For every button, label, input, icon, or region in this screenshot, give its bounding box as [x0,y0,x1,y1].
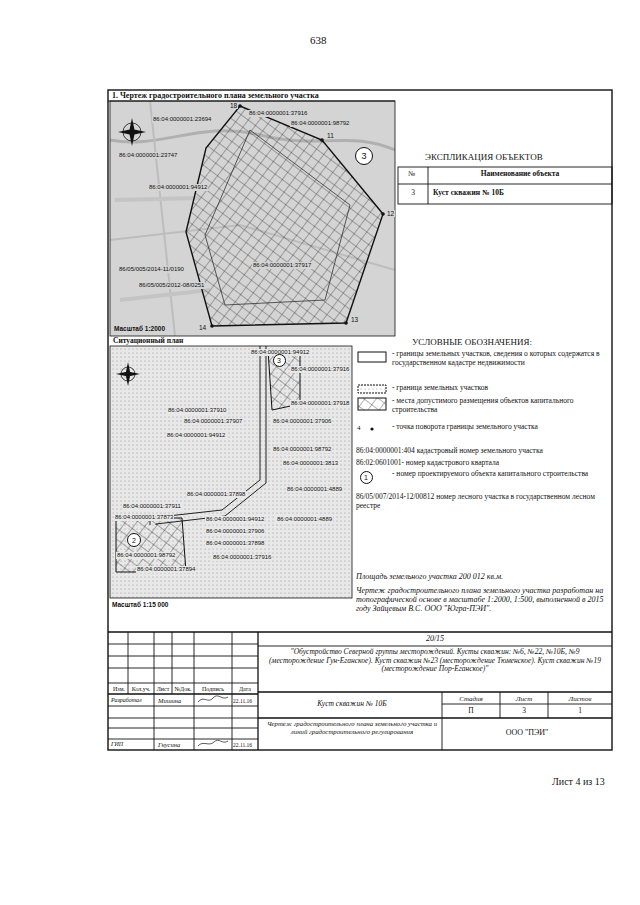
map-label: Масштаб 1:2000 [113,325,166,332]
sheet-text: Гнусина [158,741,180,748]
sheet-text: 22.11.16 [233,742,252,748]
sheet-text: Подпись [194,686,232,693]
map-label: 86:04:0000001:94912 [166,432,226,439]
sheet-text: Дата [232,686,258,693]
map-label: 86:04:0000001:23747 [118,152,178,159]
title-block [108,632,612,750]
sheet-text: ООО "ПЭИ" [442,728,612,737]
map-label: 86:04:0000001:37907 [183,418,243,425]
map-label: 86/05/005/2012-08/0251 [138,282,205,289]
sheet-text: Ситуационный план [113,337,183,346]
sheet-text: Куст скважин № 10Б [262,700,442,709]
map-label: 13 [350,316,359,323]
callout-number: 2 [132,537,136,544]
map-label: 86:04:0000001:3813 [282,460,339,467]
situation-map [110,346,352,598]
sheet-text: УСЛОВНЫЕ ОБОЗНАЧЕНИЯ: [412,337,532,347]
map-label: 86:04:0000001:23694 [152,116,212,123]
map-label: 14 [198,324,207,331]
sheet-frame [108,90,612,750]
map-label: 86:04:0000001:94912 [148,184,208,191]
sheet-text: Лист [500,695,548,703]
sheet-text: Лист [154,686,172,693]
map-label: 86:04:0000001:37910 [167,407,227,414]
callout-circle: 3 [355,147,373,165]
sheet-text: Чертеж градостроительного плана земельно… [356,586,610,614]
sheet-text: 638 [310,34,327,47]
map-label: 86:04:0000001:37873 [114,514,174,521]
sheet-text: 22.11.16 [233,698,252,704]
map-label: 86:04:0000001:94912 [205,516,265,523]
legend-entry: - места допустимого размещения объектов … [392,397,610,414]
sheet-text: Мишина [158,697,181,704]
map-label: 12 [386,210,395,217]
callout-circle: 3 [273,354,286,367]
map-label: 11 [326,132,335,139]
sheet-text: 1 [548,707,612,716]
map-label: 86:04:0000001:37916 [212,554,272,561]
sheet-text: Чертеж градостроительного плана земельно… [262,720,442,736]
map-label: 86:04:0000001:37916 [248,110,308,117]
map-label: 86:04:0000001:98792 [272,446,332,453]
callout-number: 1 [364,474,368,481]
sheet-text: Площадь земельного участка 200 012 кв.м. [356,572,503,581]
sheet-text: Наименование объекта [428,170,612,179]
sheet-text: Листов [548,695,612,703]
legend-entry: 86/05/007/2014-12/00812 номер лесного уч… [356,493,612,510]
map-label: 86:04:0000001:37906 [272,418,332,425]
sheet-text: Изм. [110,686,128,693]
callout-circle: 1 [360,471,373,484]
sheet-text: Стадия [442,695,500,703]
sheet-text: 4 [357,424,361,432]
legend-entry: - границы земельных участков, сведения о… [392,350,610,367]
legend-entry: - точка поворота границы земельного учас… [392,423,610,432]
legend-entry: - номер проектируемого объекта капитальн… [392,470,610,479]
map-label: 86:04:0000001:4889 [286,486,343,493]
map-label: 86:04:0000001:37917 [252,262,312,269]
sheet-text: 3 [500,707,548,716]
sheet-text: 3 [398,189,428,198]
sheet-text: П [442,707,500,716]
map-label: 86:04:0000001:98792 [116,552,176,559]
sheet-text: ЭКСПЛИКАЦИЯ ОБЪЕКТОВ [425,152,543,162]
sheet-text: № [408,170,415,179]
map-label: 86:04:0000001:37898 [205,540,265,547]
sheet-text: Лист 4 из 13 [552,776,605,788]
map-label: 86:04:0000001:37911 [122,503,182,510]
legend-entry: - граница земельных участков [392,384,610,393]
sheet-text: ГИП [111,741,123,748]
explication-table [398,167,612,204]
drawing-title: 1. Чертеж градостроительного плана земел… [112,91,319,100]
legend-samples [358,352,386,431]
map-label: 86:04:0000001:37918 [290,400,350,407]
sheet-text: №Док. [172,686,194,693]
map-label: 86:04:0000001:37916 [290,366,350,373]
plan-map [110,101,395,336]
sheet-text: Разработал [111,697,142,704]
map-label: 86/05/005/2014-11/0190 [118,266,185,273]
map-label: 86:04:0000001:37894 [136,566,196,573]
callout-number: 3 [277,357,281,364]
map-label: 86:04:0000001:37906 [205,528,265,535]
sheet-text: Кол.уч. [128,686,154,693]
sheet-text: 20/15 [258,634,612,643]
map-label: 86:04:0000001:37898 [186,491,246,498]
sheet-text: "Обустройство Северной группы месторожде… [262,648,608,674]
sheet-text: Куст скважин № 10Б [433,189,504,198]
callout-number: 3 [361,152,366,161]
legend-entry: 86:02:0601001- номер кадастрового кварта… [356,459,612,468]
north-arrow [116,362,140,386]
map-label: 86:04:0000001:98792 [290,120,350,127]
north-arrow [118,118,146,146]
legend-entry: 86:04:0000001:404 кадастровый номер земе… [356,447,612,456]
map-label: 18 [229,102,238,109]
sheet-text: Масштаб 1:15 000 [112,601,168,608]
callout-circle: 2 [127,533,141,547]
map-label: 86:04:0000001:4889 [276,516,333,523]
